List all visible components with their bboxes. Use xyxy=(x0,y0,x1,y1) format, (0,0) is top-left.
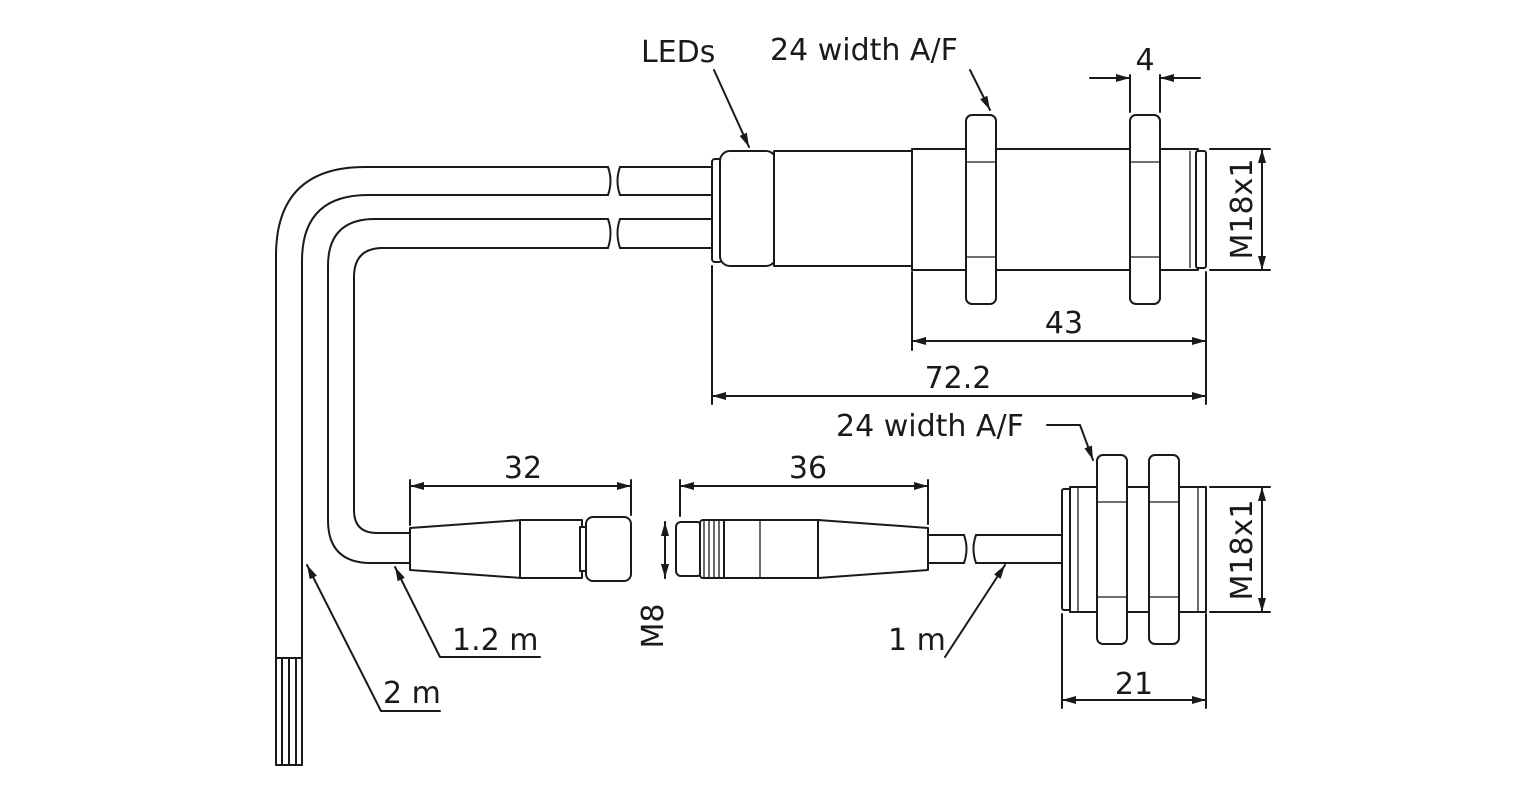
leader-2m xyxy=(306,564,441,712)
top-lock-nut-1 xyxy=(965,114,997,305)
top-sensor-body xyxy=(711,148,1207,271)
length-43-label: 43 xyxy=(1045,306,1083,341)
wrench-size-label-bottom: 24 width A/F xyxy=(836,409,1024,444)
length-32-label: 32 xyxy=(504,451,542,486)
cable-length-1-2m-label: 1.2 m xyxy=(452,623,538,658)
bottom-lock-nut-1 xyxy=(1096,454,1128,645)
length-36-label: 36 xyxy=(789,451,827,486)
female-connector xyxy=(409,516,632,582)
connector-dimension-32 xyxy=(394,479,632,658)
bottom-lock-nut-2 xyxy=(1148,454,1180,645)
top-lock-nut-2 xyxy=(1129,114,1161,305)
bottom-sensor-body xyxy=(1061,486,1207,613)
cable-1m xyxy=(927,534,1065,658)
male-connector xyxy=(675,519,929,579)
thread-label-bottom: M18x1 xyxy=(1225,500,1260,601)
cable-length-1m-label: 1 m xyxy=(888,623,946,658)
leds-label: LEDs xyxy=(641,35,715,70)
connector-dimension-36 xyxy=(661,479,929,579)
wrench-size-label-top: 24 width A/F xyxy=(770,33,958,68)
m8-label: M8 xyxy=(636,604,671,649)
length-21-label: 21 xyxy=(1115,667,1153,702)
length-72-label: 72.2 xyxy=(925,361,992,396)
top-dimensions xyxy=(711,69,1271,405)
thread-label-top: M18x1 xyxy=(1225,159,1260,260)
bottom-dimensions xyxy=(1046,424,1271,709)
cable-bundle xyxy=(275,166,713,766)
cable-length-2m-label: 2 m xyxy=(383,676,441,711)
nut-thickness-label: 4 xyxy=(1135,43,1154,78)
